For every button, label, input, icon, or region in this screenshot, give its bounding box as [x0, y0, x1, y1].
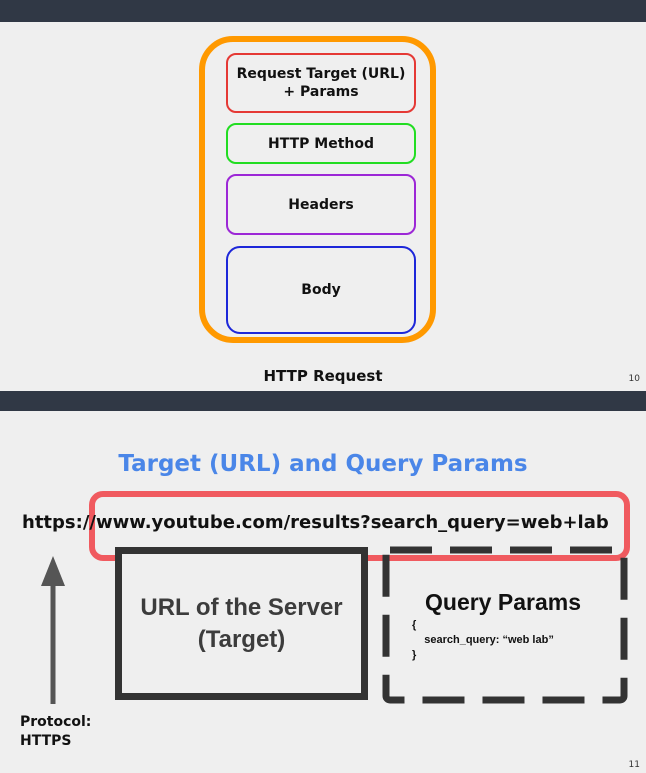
diagram-caption: HTTP Request [263, 367, 383, 385]
headers-box: Headers [226, 174, 416, 235]
arrow-up-icon [41, 556, 65, 704]
http-method-box: HTTP Method [226, 123, 416, 164]
query-params-body: { search_query: “web lab” } [412, 619, 554, 661]
protocol-label: Protocol: HTTPS [20, 714, 92, 749]
headers-label: Headers [288, 196, 354, 213]
request-target-box: Request Target (URL) + Params [226, 53, 416, 113]
slide-target-and-query-params: Target (URL) and Query Params https://ww… [0, 411, 646, 773]
http-method-label: HTTP Method [268, 135, 374, 152]
server-url-label: URL of the Server (Target) [140, 593, 343, 653]
query-params-dashed-box [382, 546, 628, 704]
server-url-box: URL of the Server (Target) [115, 547, 368, 700]
request-target-label: Request Target (URL) + Params [236, 66, 406, 100]
slide-title: Target (URL) and Query Params [118, 451, 528, 477]
http-request-container [199, 36, 436, 343]
example-url: https://www.youtube.com/results?search_q… [22, 512, 609, 533]
slide-http-request: Request Target (URL) + Params HTTP Metho… [0, 22, 646, 391]
page-number: 10 [628, 374, 640, 384]
query-params-title: Query Params [425, 589, 581, 615]
body-label: Body [301, 282, 341, 298]
page-number: 11 [628, 760, 640, 770]
body-box: Body [226, 246, 416, 334]
